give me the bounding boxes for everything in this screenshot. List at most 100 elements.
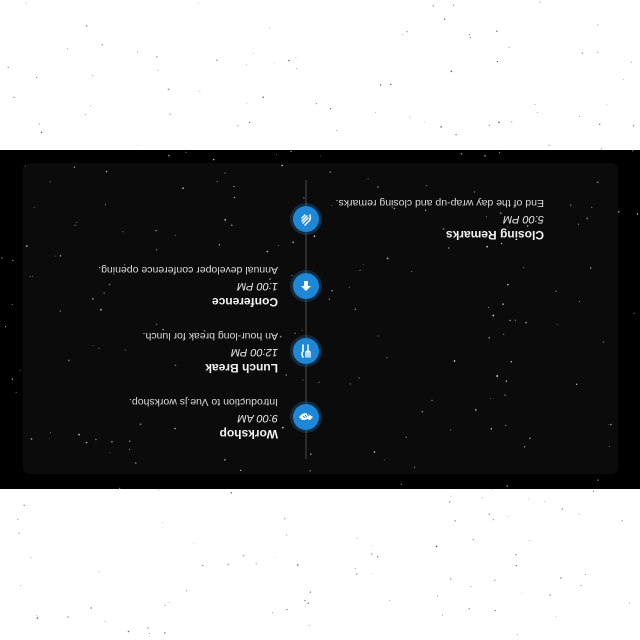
star	[309, 453, 312, 456]
star	[481, 497, 483, 499]
star	[406, 30, 408, 33]
star	[510, 361, 512, 363]
star	[157, 69, 159, 72]
star	[98, 347, 100, 349]
star	[371, 545, 373, 547]
star	[331, 204, 333, 206]
star	[278, 245, 280, 247]
star	[156, 55, 158, 58]
star	[359, 269, 361, 271]
star	[19, 369, 21, 371]
star	[137, 145, 139, 147]
star	[104, 620, 106, 622]
star	[92, 298, 94, 300]
star	[450, 70, 453, 73]
star	[30, 438, 33, 440]
star	[460, 153, 463, 155]
star	[291, 274, 293, 277]
star	[374, 112, 376, 114]
star	[328, 298, 330, 300]
star	[296, 564, 299, 566]
star	[630, 61, 633, 64]
star	[128, 440, 131, 442]
star	[155, 229, 157, 232]
star	[436, 595, 438, 597]
star	[127, 630, 130, 633]
star	[331, 289, 333, 292]
star	[155, 323, 158, 326]
star	[597, 24, 599, 26]
star	[248, 121, 251, 124]
star	[216, 59, 218, 61]
star	[288, 59, 290, 62]
star	[290, 150, 292, 153]
star	[90, 105, 92, 107]
timeline-panel	[23, 163, 618, 474]
star	[329, 171, 332, 173]
star	[276, 154, 277, 156]
star	[336, 129, 338, 132]
star	[98, 571, 100, 573]
event-time: 9:00 AM	[237, 412, 278, 424]
star	[450, 429, 451, 431]
star	[212, 158, 215, 161]
star	[560, 577, 562, 579]
star	[538, 230, 540, 232]
star	[128, 448, 131, 450]
star	[246, 64, 247, 66]
star	[409, 116, 411, 118]
star	[104, 204, 106, 206]
star	[484, 154, 486, 157]
event-description: Introduction to Vue.js workshop.	[128, 396, 278, 408]
star	[506, 485, 508, 487]
star	[92, 345, 94, 347]
star	[162, 328, 164, 331]
star	[515, 554, 517, 556]
star	[32, 275, 34, 277]
star	[158, 489, 160, 491]
star	[11, 378, 13, 380]
star	[78, 433, 80, 436]
star	[556, 323, 558, 325]
star	[578, 223, 580, 225]
event-time: 5:00 PM	[503, 213, 544, 225]
upload-arrow-icon	[301, 281, 311, 291]
star	[29, 275, 31, 277]
star	[536, 112, 538, 114]
star	[504, 394, 506, 396]
star	[579, 116, 581, 118]
star	[597, 479, 599, 481]
star	[617, 210, 620, 213]
star	[589, 267, 592, 269]
star	[320, 155, 322, 157]
star	[49, 432, 51, 434]
star	[487, 202, 489, 204]
star	[379, 84, 382, 86]
star	[54, 255, 56, 257]
star	[386, 257, 389, 260]
star	[224, 219, 227, 221]
star	[591, 206, 593, 208]
star	[149, 632, 151, 635]
star	[474, 409, 477, 411]
star	[1, 257, 3, 259]
star	[309, 470, 311, 472]
star	[523, 446, 526, 448]
star	[490, 397, 492, 399]
star	[488, 513, 490, 515]
closing-remarks-marker	[293, 206, 319, 232]
star	[224, 172, 226, 174]
star	[59, 255, 62, 257]
star	[74, 224, 76, 226]
star	[561, 508, 564, 510]
star	[597, 52, 599, 54]
star	[597, 181, 599, 183]
star	[281, 426, 284, 429]
star	[468, 607, 470, 610]
star	[421, 410, 424, 413]
star	[448, 500, 451, 503]
star	[488, 306, 489, 308]
star	[15, 392, 17, 394]
star	[40, 131, 43, 134]
star	[38, 123, 41, 125]
